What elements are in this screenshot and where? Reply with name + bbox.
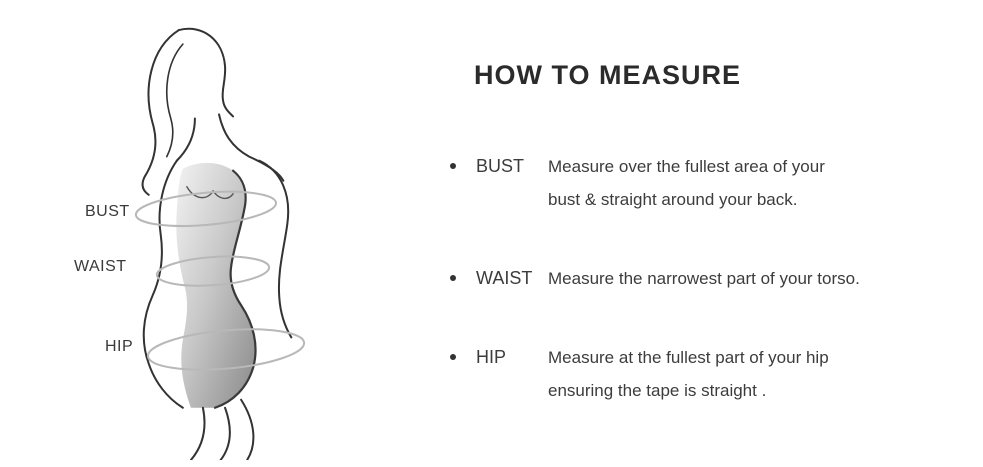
measure-line: Measure over the fullest area of your (548, 157, 825, 176)
page-title: HOW TO MEASURE (474, 60, 742, 90)
measure-line: ensuring the tape is straight . (548, 381, 767, 400)
list-item-hip: HIP Measure at the fullest part of your … (448, 341, 968, 407)
list-item-bust: BUST Measure over the fullest area of yo… (448, 150, 968, 216)
measure-description: Measure at the fullest part of your hip … (548, 341, 829, 407)
measure-description: Measure over the fullest area of your bu… (548, 150, 825, 216)
bullet-dot (450, 354, 456, 360)
instructions-panel: HOW TO MEASURE BUST Measure over the ful… (448, 58, 968, 407)
measure-line: bust & straight around your back. (548, 190, 798, 209)
measure-description: Measure the narrowest part of your torso… (548, 262, 860, 295)
waist-tape-ellipse (155, 255, 271, 287)
hip-figure-label: HIP (105, 338, 134, 355)
measure-line: Measure at the fullest part of your hip (548, 348, 829, 367)
instruction-list: BUST Measure over the fullest area of yo… (448, 150, 968, 407)
woman-silhouette-illustration (134, 27, 306, 460)
waist-figure-label: WAIST (74, 258, 127, 275)
measure-term: HIP (476, 347, 507, 367)
bullet-dot (450, 275, 456, 281)
measure-term: BUST (476, 156, 525, 176)
bust-figure-label: BUST (85, 203, 130, 220)
bullet-dot (450, 163, 456, 169)
measure-term: WAIST (476, 268, 533, 288)
bust-tape-ellipse (134, 190, 278, 228)
figure-panel: BUST WAIST HIP (0, 0, 440, 467)
hip-tape-ellipse (146, 328, 306, 371)
list-item-waist: WAIST Measure the narrowest part of your… (448, 262, 968, 295)
measure-line: Measure the narrowest part of your torso… (548, 269, 860, 288)
